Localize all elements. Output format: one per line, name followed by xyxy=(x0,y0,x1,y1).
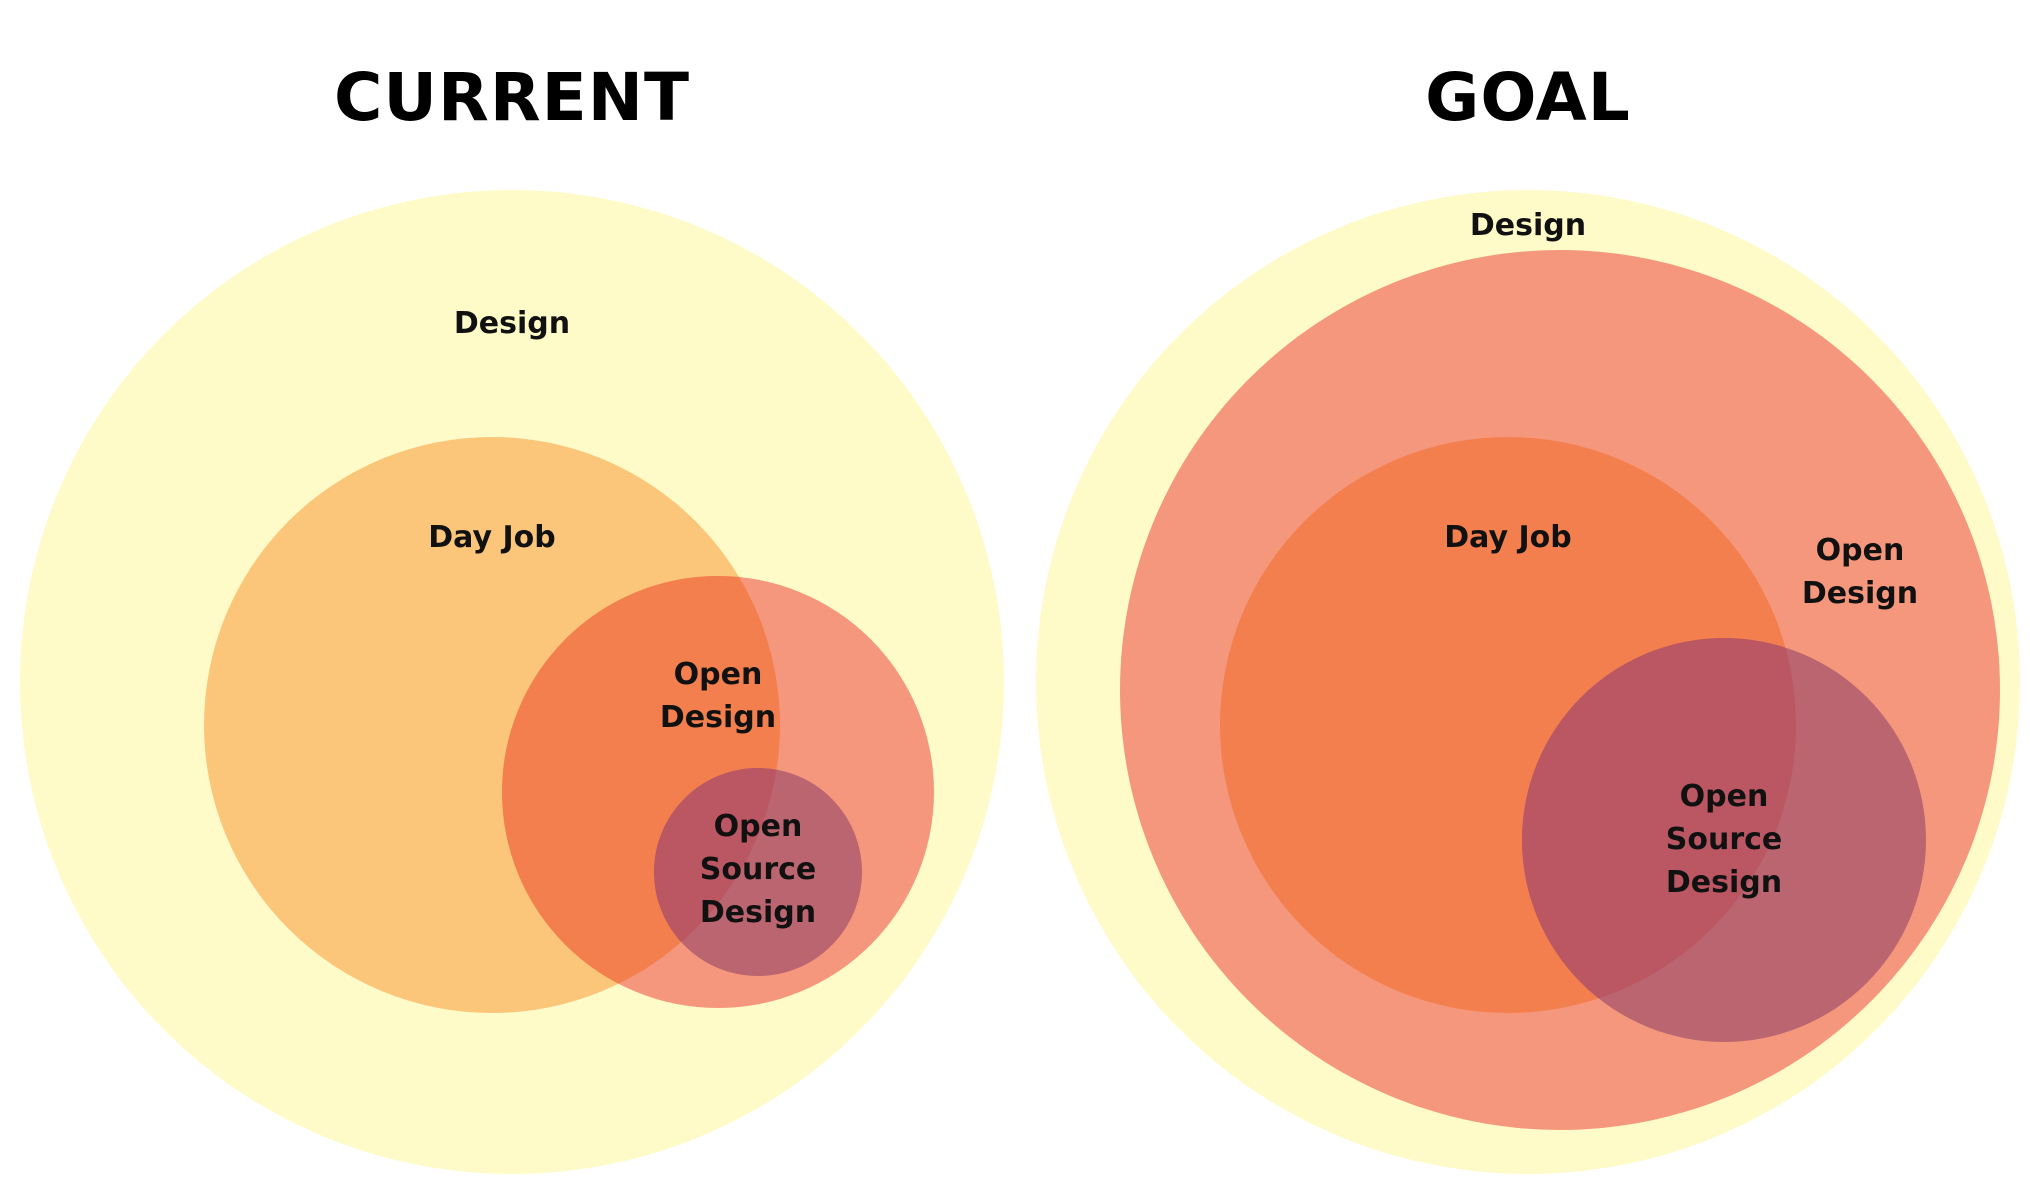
label-line: Open xyxy=(1680,779,1769,814)
goal-day-job-label: Day Job xyxy=(1444,520,1571,555)
label-line: Open xyxy=(714,809,803,844)
current-design-label: Design xyxy=(454,306,570,341)
label-line: Source xyxy=(700,852,817,887)
current-title: CURRENT xyxy=(334,59,690,136)
current-day-job-label: Day Job xyxy=(428,520,555,555)
label-line: Design xyxy=(660,700,776,735)
label-line: Design xyxy=(1666,865,1782,900)
label-line: Open xyxy=(1816,533,1905,568)
goal-title: GOAL xyxy=(1425,59,1631,136)
goal-design-label: Design xyxy=(1470,208,1586,243)
label-line: Source xyxy=(1666,822,1783,857)
label-line: Open xyxy=(674,657,763,692)
goal-open-source-design-day-job-overlap xyxy=(1522,638,1796,1013)
label-line: Design xyxy=(700,895,816,930)
label-line: Design xyxy=(1802,576,1918,611)
